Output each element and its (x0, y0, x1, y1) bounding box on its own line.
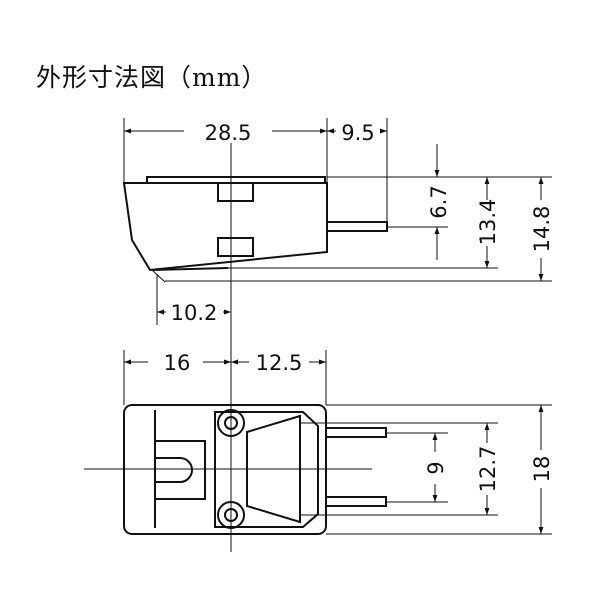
dim-overall-length: 28.5 (205, 121, 252, 145)
dim-pin-spacing: 9 (424, 461, 448, 474)
top-inner-step (155, 440, 206, 500)
side-pin (326, 221, 388, 232)
top-head-plate (214, 411, 319, 528)
dim-tip-offset: 10.2 (171, 301, 218, 325)
side-stylus (151, 267, 229, 271)
top-view: 16 12.5 9 12.7 18 (84, 330, 554, 552)
dim-height-to-mount: 13.4 (476, 199, 500, 246)
top-head-inner (246, 414, 301, 524)
top-pin-upper (325, 427, 387, 438)
side-slot-lower (217, 237, 254, 257)
side-view: 28.5 9.5 10.2 6.7 13.4 1 (122, 118, 554, 330)
dim-center-to-back: 12.5 (256, 351, 303, 375)
dim-mount-hole-spacing: 12.7 (476, 446, 500, 493)
dim-total-height: 14.8 (530, 206, 554, 253)
side-stylus-tip (151, 269, 166, 283)
side-slot-upper (217, 182, 254, 202)
dim-front-to-center: 16 (164, 351, 191, 375)
top-pin-lower (325, 496, 387, 507)
dim-pin-height: 6.7 (427, 185, 451, 218)
top-stylus-guard (155, 457, 193, 483)
dim-pin-length: 9.5 (341, 121, 374, 145)
drawing-title: 外形寸法図（mm） (36, 63, 268, 92)
dim-total-width: 18 (530, 456, 554, 483)
